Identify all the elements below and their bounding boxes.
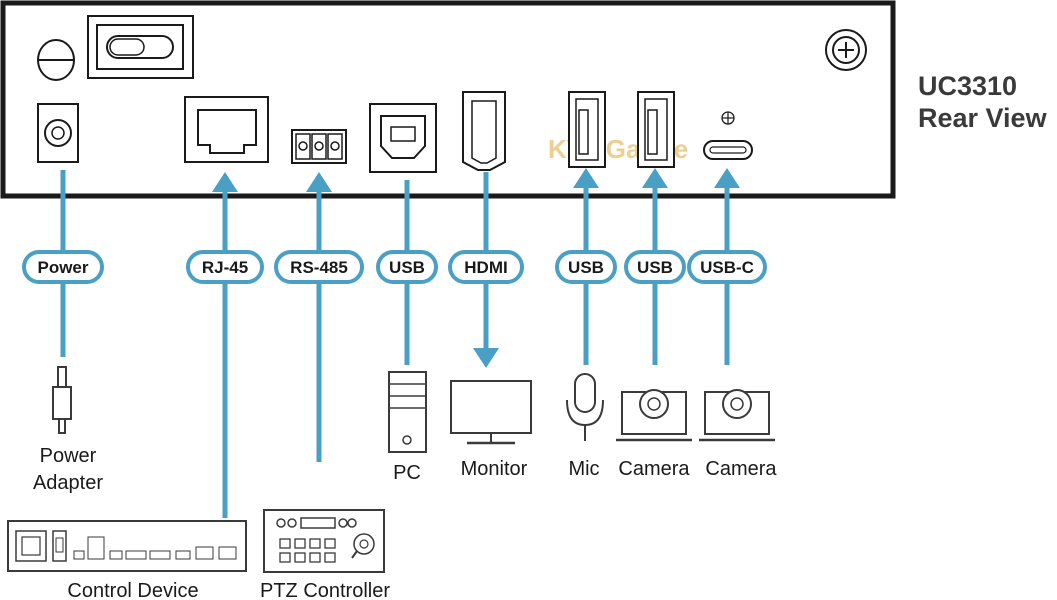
rj45-port-icon: [184, 96, 269, 163]
label-pill: USB-C: [687, 250, 767, 284]
model-title: UC3310: [918, 71, 1017, 101]
usb-b-port-icon: [369, 103, 437, 173]
monitor-icon: [450, 380, 532, 445]
pill-label-usb-camera: USB: [637, 258, 673, 277]
label-pill: USB: [555, 250, 617, 284]
device-label-camera-usbc: Camera: [705, 458, 777, 480]
ptz-controller-icon: [263, 509, 385, 573]
ground-screw-icon: [825, 29, 867, 71]
arrowhead-up: [714, 168, 740, 188]
usb-a-port-icon: [568, 91, 606, 168]
pill-label-hdmi: HDMI: [464, 258, 507, 277]
ptz-camera-icon: [699, 389, 775, 442]
label-pill: HDMI: [448, 250, 524, 284]
label-pill: RS-485: [274, 250, 364, 284]
plug-icon: [52, 366, 72, 434]
device-label-power-adapter-1: Power: [40, 445, 97, 467]
device-label-power-adapter-2: Adapter: [33, 472, 103, 494]
control-device-icon: [7, 520, 247, 572]
pill-label-rj45: RJ-45: [202, 258, 248, 277]
pill-label-usb-mic: USB: [568, 258, 604, 277]
device-label-pc: PC: [393, 462, 421, 484]
microphone-icon: [566, 373, 604, 441]
pill-label-usbc-camera: USB-C: [700, 258, 754, 277]
hdmi-port-icon: [462, 91, 506, 171]
label-pill: USB: [624, 250, 686, 284]
dc-jack-icon: [37, 103, 79, 163]
view-title: Rear View: [918, 103, 1048, 133]
ptz-camera-icon: [616, 389, 692, 442]
device-label-control-device: Control Device: [67, 580, 198, 600]
device-label-ptz-controller: PTZ Controller: [260, 580, 390, 600]
device-label-camera-usb: Camera: [618, 458, 690, 480]
arrowhead-up: [306, 172, 332, 192]
arrowhead-up: [212, 172, 238, 192]
label-pill: USB: [376, 250, 438, 284]
power-switch-icon: [37, 15, 194, 81]
usb-a-port-icon: [637, 91, 675, 168]
pill-label-power: Power: [37, 258, 88, 277]
terminal-block-icon: [291, 129, 347, 164]
usb-c-port-icon: [703, 111, 753, 160]
device-label-mic: Mic: [568, 458, 599, 480]
pill-label-usb-pc: USB: [389, 258, 425, 277]
label-pill: Power: [22, 250, 104, 284]
pill-label-rs485: RS-485: [290, 258, 348, 277]
label-pill: RJ-45: [186, 250, 264, 284]
arrowhead-up: [642, 168, 668, 188]
pc-tower-icon: [388, 371, 427, 453]
arrowhead-down: [473, 348, 499, 368]
arrowhead-up: [573, 168, 599, 188]
device-label-monitor: Monitor: [461, 458, 528, 480]
